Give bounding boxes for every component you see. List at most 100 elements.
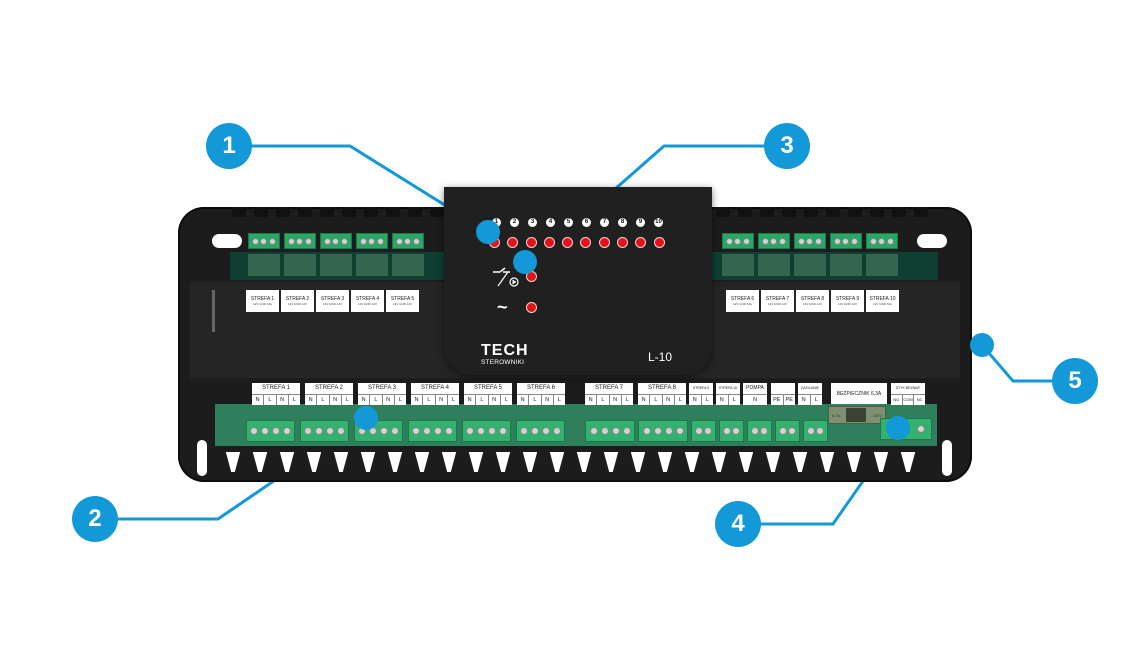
relay: [284, 254, 316, 276]
terminal-block[interactable]: [794, 233, 826, 249]
relays-left: [248, 254, 424, 276]
bottom-terminals-zones-1-6: [246, 420, 565, 442]
zone-number: 1: [492, 218, 501, 227]
terminal-block[interactable]: [356, 233, 388, 249]
relay: [356, 254, 388, 276]
cover-edge: [212, 290, 215, 332]
zone-number: 3: [528, 218, 537, 227]
zone-led: [580, 237, 592, 248]
mount-slot-bottom-right: [942, 440, 952, 476]
zone-number: 10: [654, 218, 663, 227]
callout-badge-1: 1: [206, 123, 252, 169]
zone-number: 8: [618, 218, 627, 227]
terminal-block[interactable]: [719, 420, 744, 442]
terminal-block[interactable]: [638, 420, 688, 442]
relay: [320, 254, 352, 276]
relay: [758, 254, 790, 276]
terminal-block[interactable]: [462, 420, 511, 442]
bottom-terminals-zones-7-10: [585, 420, 828, 442]
top-terminals-right: [722, 233, 898, 249]
callout-badge-3: 3: [764, 123, 810, 169]
callout-dot-4: [886, 416, 910, 440]
terminal-block[interactable]: [722, 233, 754, 249]
terminal-block[interactable]: [248, 233, 280, 249]
relay: [866, 254, 898, 276]
terminal-block[interactable]: [775, 420, 800, 442]
zone-number: 9: [636, 218, 645, 227]
zone-led-numbers: 1 2 3 4 5 6 7 8 9 10: [492, 218, 663, 227]
callout-badge-2: 2: [72, 496, 118, 542]
terminal-block[interactable]: [758, 233, 790, 249]
terminal-block[interactable]: [691, 420, 716, 442]
relay: [722, 254, 754, 276]
top-fins-left: [232, 207, 466, 217]
relay: [794, 254, 826, 276]
leader-line-1: [252, 144, 489, 234]
relay-contact-pump-icon: [493, 267, 519, 287]
zone-led: [653, 237, 665, 248]
fuse-label: BEZPIECZNIK 6,3A: [831, 383, 887, 404]
terminal-block[interactable]: [246, 420, 295, 442]
relays-right: [722, 254, 898, 276]
terminal-block[interactable]: [747, 420, 772, 442]
terminal-block[interactable]: [300, 420, 349, 442]
relay: [392, 254, 424, 276]
zone-number: 4: [546, 218, 555, 227]
relay: [248, 254, 280, 276]
zone-number: 7: [600, 218, 609, 227]
terminal-block[interactable]: [320, 233, 352, 249]
zone-led: [635, 237, 647, 248]
terminal-block[interactable]: [866, 233, 898, 249]
callout-badge-5: 5: [1052, 358, 1098, 404]
terminal-block[interactable]: [516, 420, 565, 442]
zone-led: [543, 237, 555, 248]
zone-number: 5: [564, 218, 573, 227]
callout-dot-2: [354, 406, 378, 430]
front-panel: [444, 187, 712, 375]
bottom-fins: [224, 452, 917, 472]
top-terminals-left: [248, 233, 424, 249]
mount-hole-top-right: [917, 234, 947, 248]
zone-led: [598, 237, 610, 248]
brand-subtitle: STEROWNIKI: [481, 359, 525, 366]
model-name: L-10: [648, 350, 673, 364]
mount-hole-top-left: [212, 234, 242, 248]
brand-logo: TECH: [481, 342, 529, 359]
mount-slot-bottom-left: [197, 440, 207, 476]
terminal-block[interactable]: [830, 233, 862, 249]
zone-leds: [489, 237, 665, 248]
zone-led: [507, 237, 519, 248]
leader-line-5: [980, 344, 1052, 383]
terminal-block[interactable]: [284, 233, 316, 249]
terminal-block[interactable]: [408, 420, 457, 442]
callout-dot-1: [476, 220, 500, 244]
terminal-block[interactable]: [392, 233, 424, 249]
zone-led: [617, 237, 629, 248]
top-fins-right: [716, 207, 928, 217]
terminal-block[interactable]: [585, 420, 635, 442]
terminal-block[interactable]: [803, 420, 828, 442]
